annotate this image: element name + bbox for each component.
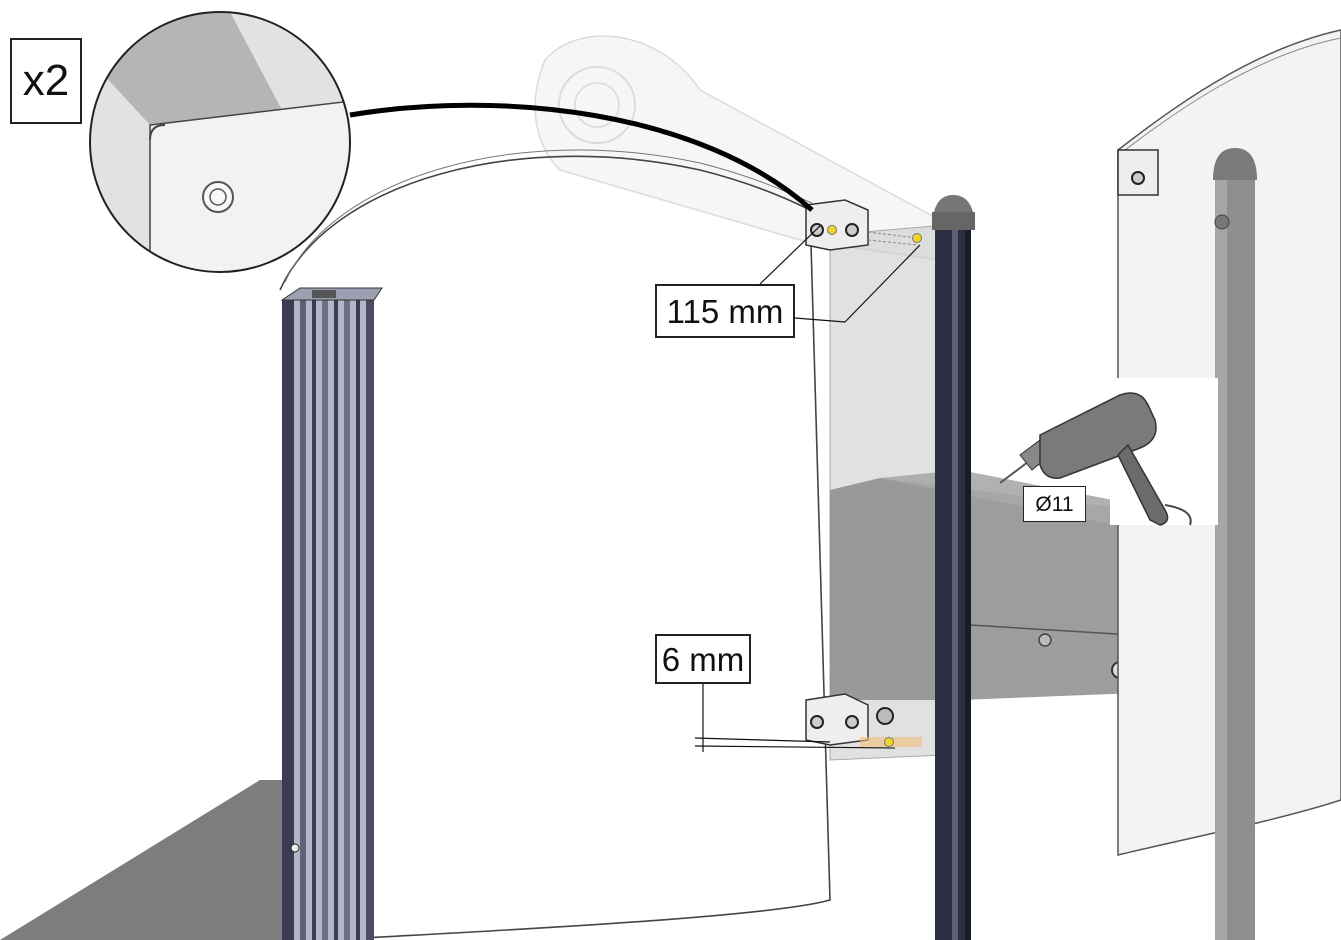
- arched-panel: [279, 155, 831, 940]
- bottom-bracket: [805, 693, 922, 747]
- rear-post: [1213, 148, 1257, 940]
- dimension-lines: [694, 225, 921, 752]
- quantity-label: x2: [10, 38, 82, 124]
- drill-bit-label: Ø11: [1023, 486, 1086, 522]
- front-post: [932, 195, 975, 940]
- top-bracket: [805, 199, 922, 251]
- ghost-bracket: [534, 35, 941, 261]
- dimension-label-bottom: 6 mm: [655, 634, 751, 684]
- floor-slab: [0, 780, 300, 940]
- left-post: [280, 287, 383, 940]
- drill-icon: [980, 378, 1218, 526]
- dimension-label-top: 115 mm: [655, 284, 795, 338]
